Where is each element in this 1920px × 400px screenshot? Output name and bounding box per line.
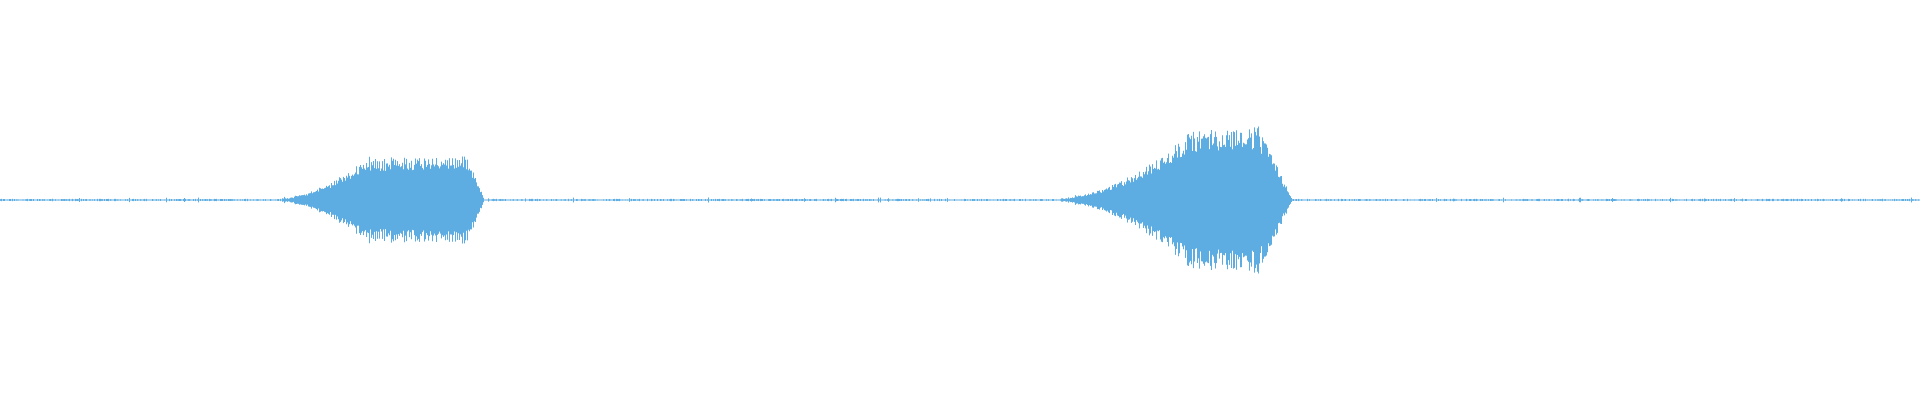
waveform-bars	[0, 126, 1920, 274]
